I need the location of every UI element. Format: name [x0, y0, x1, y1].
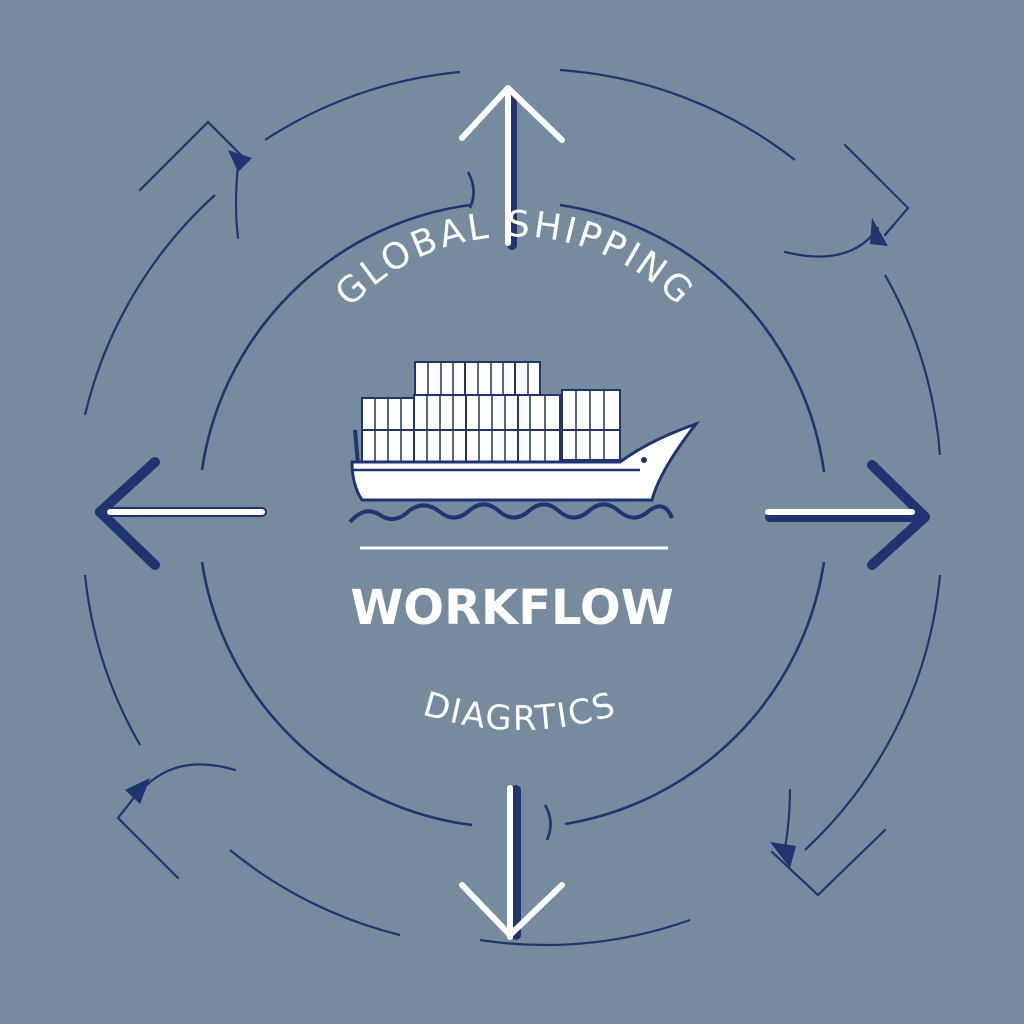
inner-ring	[200, 171, 826, 841]
main-label: WORKFLOW	[350, 580, 673, 636]
container-ship-icon	[348, 361, 701, 550]
arrow-right-icon	[765, 460, 930, 570]
arrow-up-icon	[459, 85, 565, 250]
cycle-arrow-icon	[783, 143, 910, 258]
outer-ring	[83, 68, 942, 947]
arrow-left-icon	[95, 457, 267, 570]
arrow-down-icon	[459, 785, 565, 940]
sub-label: DIAGRTICS	[419, 684, 621, 739]
cycle-arrow-icon	[116, 763, 237, 880]
cycle-arrow-icon	[138, 120, 252, 240]
diagram-title: GLOBAL SHIPPING	[328, 204, 703, 314]
cycle-arrow-icon	[770, 788, 887, 897]
